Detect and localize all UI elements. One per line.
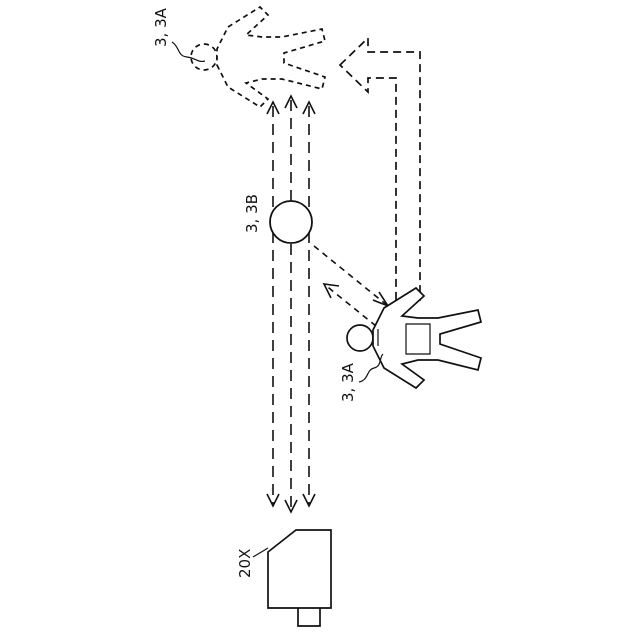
label-top-person: 3, 3A: [152, 7, 170, 47]
label-right-person: 3, 3A: [339, 362, 357, 402]
device-foot: [297, 608, 321, 627]
arrowhead-up-icon: [266, 100, 280, 115]
lens-circle: [269, 200, 313, 244]
person-figure: [346, 287, 482, 389]
arrowhead-down-icon: [284, 499, 298, 514]
measuring-device: [267, 529, 332, 627]
sensing-arrow-returning: [323, 283, 377, 327]
leader-device: [252, 547, 269, 558]
arrowhead-down-icon: [266, 493, 280, 508]
person-vest-detail: [405, 323, 431, 355]
sensing-arrow-outgoing: [313, 245, 389, 307]
leader-right-person: [358, 353, 384, 383]
device-body: [267, 529, 332, 609]
arrowhead-up-icon: [284, 94, 298, 109]
arrowhead-up-icon: [302, 100, 316, 115]
arrowhead-upleft-icon: [322, 283, 340, 299]
beam-arrowheads: [266, 94, 316, 514]
leader-lines: [171, 41, 384, 558]
label-lens: 3, 3B: [243, 194, 261, 233]
leader-top-person: [171, 41, 206, 63]
label-device: 20X: [236, 549, 254, 578]
measurement-beam-lines: [272, 100, 310, 508]
arrowhead-down-icon: [302, 493, 316, 508]
